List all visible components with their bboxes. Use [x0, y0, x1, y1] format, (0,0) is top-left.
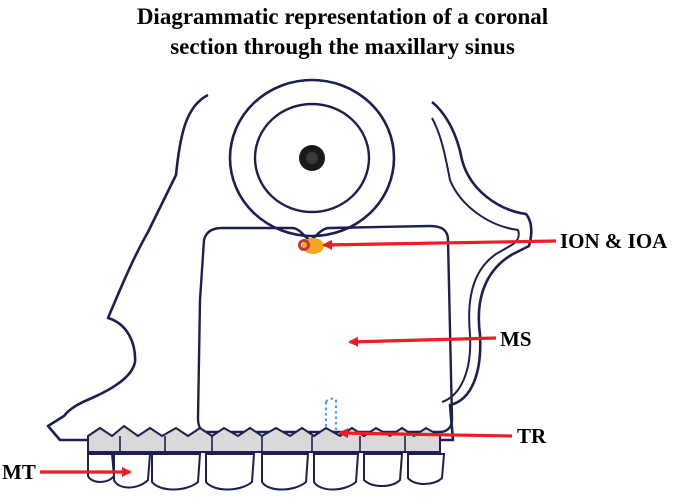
title-line-2: section through the maxillary sinus	[170, 34, 515, 59]
lower-teeth	[87, 453, 446, 491]
label-tr: TR	[517, 424, 547, 448]
arrow-ms	[348, 336, 497, 347]
diagram-title: Diagrammatic representation of a coronal…	[0, 2, 685, 62]
title-line-1: Diagrammatic representation of a coronal	[136, 4, 549, 29]
orbit-inner	[253, 102, 371, 214]
arrow-tr	[338, 428, 513, 439]
arrow-ion	[322, 239, 557, 250]
upper-teeth	[87, 424, 441, 453]
maxillary-sinus-cavity	[196, 224, 454, 434]
orbit-outer	[228, 78, 396, 238]
label-ms: MS	[500, 327, 532, 351]
label-ion-ioa: ION & IOA	[560, 229, 668, 253]
label-mt: MT	[2, 460, 36, 484]
infraorbital-nerve-artery	[298, 238, 324, 254]
